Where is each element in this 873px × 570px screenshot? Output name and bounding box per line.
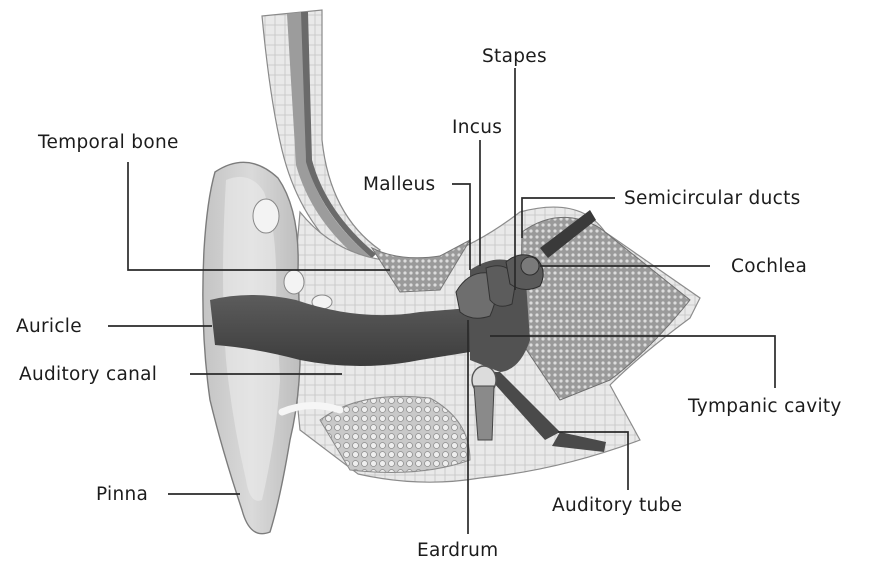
label-semicircular-ducts: Semicircular ducts [624,188,801,210]
label-eardrum: Eardrum [417,540,499,562]
label-auditory-canal: Auditory canal [19,364,157,386]
label-malleus: Malleus [363,174,435,196]
label-pinna: Pinna [96,484,148,506]
label-tympanic-cavity: Tympanic cavity [688,396,842,418]
label-incus: Incus [452,117,502,139]
label-auricle: Auricle [16,316,82,338]
label-auditory-tube: Auditory tube [552,495,682,517]
label-temporal-bone: Temporal bone [38,132,179,154]
label-stapes: Stapes [482,46,547,68]
label-cochlea: Cochlea [731,256,807,278]
